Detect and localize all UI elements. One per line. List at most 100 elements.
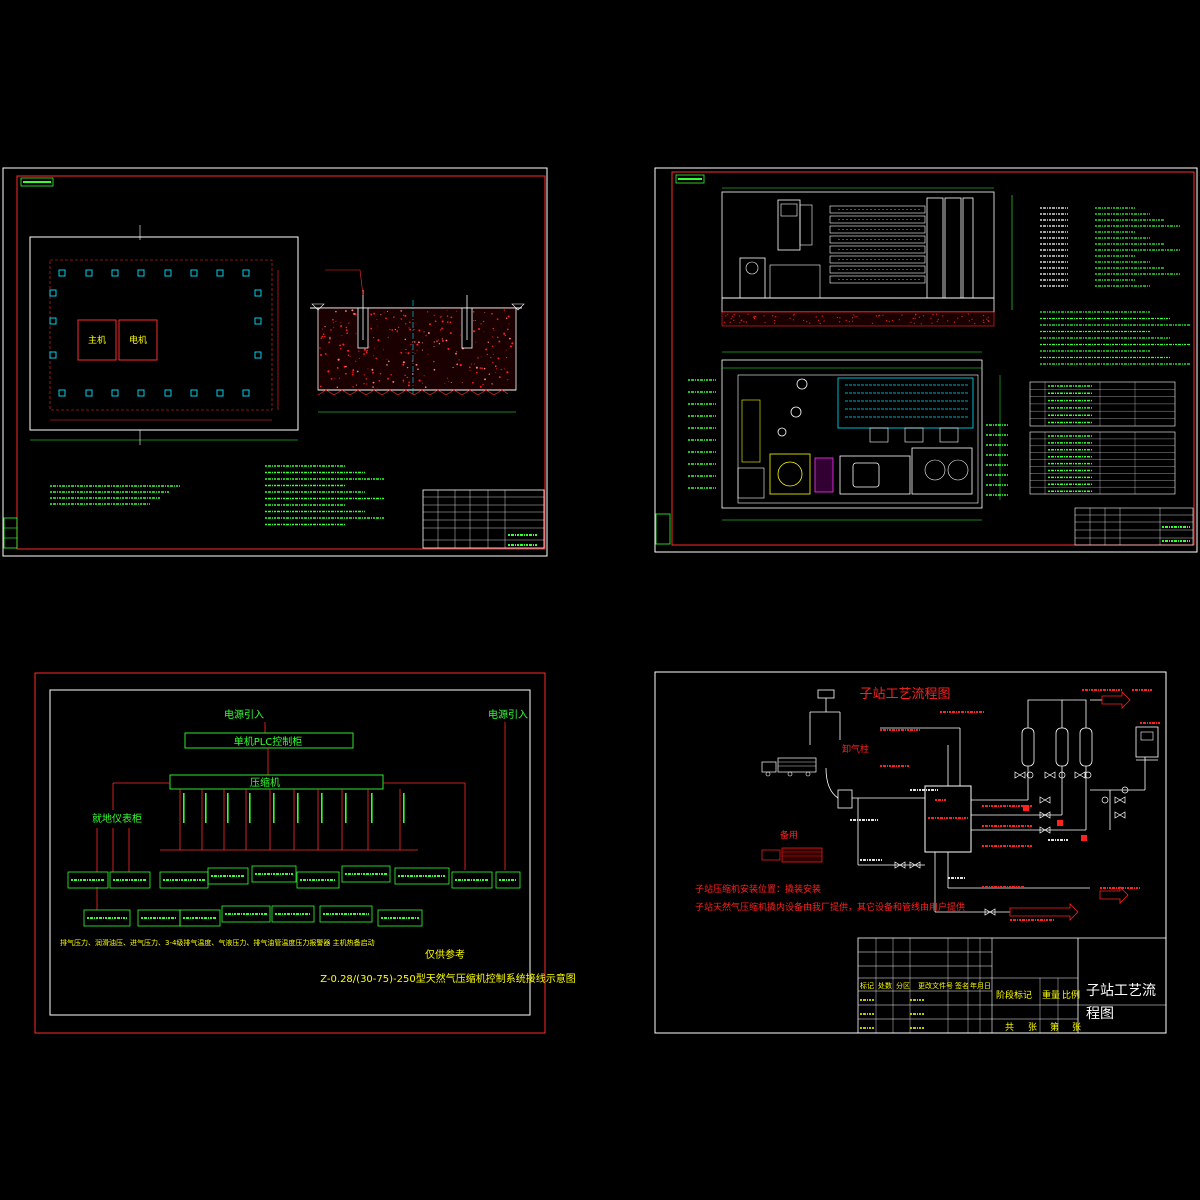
compressor-elevation — [721, 187, 1013, 327]
technical-notes — [265, 465, 385, 526]
concrete-aggregate-dot — [358, 350, 360, 352]
concrete-aggregate-dot — [404, 338, 407, 341]
ground-dot — [936, 320, 938, 322]
ground-dot — [733, 319, 735, 321]
concrete-aggregate-dot — [491, 336, 493, 338]
concrete-aggregate-dot — [391, 329, 394, 331]
concrete-aggregate-dot — [324, 353, 327, 355]
concrete-aggregate-dot — [330, 329, 332, 331]
concrete-aggregate-dot — [378, 379, 381, 382]
concrete-aggregate-dot — [497, 357, 500, 360]
concrete-aggregate-dot — [355, 333, 357, 335]
ground-dot — [937, 318, 939, 321]
reference-only-label: 仅供参考 — [425, 948, 465, 961]
concrete-aggregate-dot — [446, 321, 449, 323]
tube-trailer-icon — [761, 757, 817, 777]
concrete-aggregate-dot — [498, 340, 501, 343]
valve-icon — [894, 861, 906, 869]
concrete-aggregate-dot — [337, 358, 340, 361]
power-in-label-2: 电源引入 — [488, 708, 528, 721]
concrete-aggregate-dot — [370, 327, 373, 330]
concrete-aggregate-dot — [396, 330, 399, 332]
concrete-aggregate-dot — [503, 309, 505, 311]
instrument-panel-label: 就地仪表柜 — [92, 812, 142, 825]
concrete-aggregate-dot — [507, 315, 510, 318]
sheet-foundation-plan: 主机 电机 — [2, 167, 548, 557]
concrete-aggregate-dot — [495, 368, 497, 370]
concrete-aggregate-dot — [377, 339, 380, 342]
ground-dot — [731, 315, 734, 317]
concrete-aggregate-dot — [409, 321, 411, 323]
ground-dot — [723, 321, 726, 323]
concrete-aggregate-dot — [498, 376, 501, 379]
anchor-bolt-top — [85, 269, 93, 277]
plc-cabinet-box — [184, 732, 354, 749]
check-valve-icon — [1057, 820, 1063, 826]
ground-dot — [792, 314, 795, 316]
sheet-equipment-layout — [654, 167, 1198, 553]
terminal-box — [451, 871, 493, 889]
title-block-drawing-name-1: 子站工艺流 — [1086, 983, 1156, 999]
ground-dot — [729, 321, 731, 323]
title-block-stage-mark: 阶段标记 — [996, 989, 1032, 1001]
concrete-aggregate-dot — [354, 313, 357, 316]
concrete-aggregate-dot — [450, 381, 452, 384]
concrete-aggregate-dot — [458, 359, 460, 361]
process-annotations — [850, 689, 1160, 921]
ground-dot — [764, 322, 766, 324]
ground-dot — [915, 314, 917, 316]
concrete-aggregate-dot — [407, 384, 410, 387]
ground-dot — [878, 315, 880, 317]
concrete-aggregate-dot — [496, 318, 499, 320]
ground-dot — [725, 315, 727, 317]
concrete-aggregate-dot — [447, 347, 450, 350]
concrete-aggregate-dot — [434, 320, 437, 323]
ground-dot — [809, 322, 811, 324]
concrete-aggregate-dot — [422, 342, 423, 344]
concrete-aggregate-dot — [478, 327, 481, 331]
anchor-bolt-bottom — [164, 389, 172, 397]
concrete-aggregate-dot — [503, 332, 506, 335]
terminal-box — [221, 905, 271, 923]
ground-dot — [774, 319, 776, 322]
ground-dot — [898, 319, 900, 321]
ground-dot — [836, 316, 839, 319]
ground-dot — [891, 320, 894, 322]
valve-icon — [1039, 811, 1051, 819]
ground-dot — [932, 314, 934, 316]
concrete-aggregate-dot — [405, 323, 407, 325]
concrete-aggregate-dot — [493, 353, 494, 355]
title-block-number: 第 — [1050, 1021, 1059, 1033]
concrete-aggregate-dot — [425, 335, 427, 337]
concrete-aggregate-dot — [423, 331, 425, 333]
concrete-aggregate-dot — [345, 329, 348, 331]
concrete-aggregate-dot — [418, 379, 421, 382]
concrete-aggregate-dot — [427, 353, 429, 355]
sheet4-frame — [654, 671, 1167, 1034]
concrete-aggregate-dot — [408, 327, 410, 329]
ground-dot — [772, 315, 774, 317]
concrete-aggregate-dot — [409, 328, 412, 331]
ground-dot — [983, 315, 985, 317]
ground-dot — [856, 316, 858, 318]
spare-label: 备用 — [780, 829, 798, 841]
concrete-aggregate-dot — [491, 345, 494, 347]
concrete-aggregate-dot — [359, 357, 360, 359]
install-note-1: 子站压缩机安装位置：撬装安装 — [695, 883, 821, 895]
concrete-aggregate-dot — [415, 363, 418, 366]
process-flow-title: 子站工艺流程图 — [859, 687, 950, 702]
concrete-aggregate-dot — [492, 327, 495, 330]
sheet2-inner-frame — [671, 171, 1195, 546]
sheet2-title-block — [1074, 507, 1194, 546]
concrete-aggregate-dot — [441, 338, 443, 340]
anchor-bolt-bottom — [85, 389, 93, 397]
concrete-aggregate-dot — [402, 314, 404, 316]
sheet1-inner-frame — [16, 175, 546, 550]
cooler-tube — [829, 215, 926, 224]
ground-dot — [901, 314, 903, 316]
sheet-control-wiring: 电源引入 电源引入 单机PLC控制柜 压缩机 就地仪表柜 排气压力、润滑油压、进… — [34, 672, 576, 1034]
concrete-aggregate-dot — [405, 349, 407, 350]
ground-dot — [755, 316, 757, 318]
cooler-tube — [829, 275, 926, 284]
gas-dispenser-icon — [1090, 726, 1159, 830]
